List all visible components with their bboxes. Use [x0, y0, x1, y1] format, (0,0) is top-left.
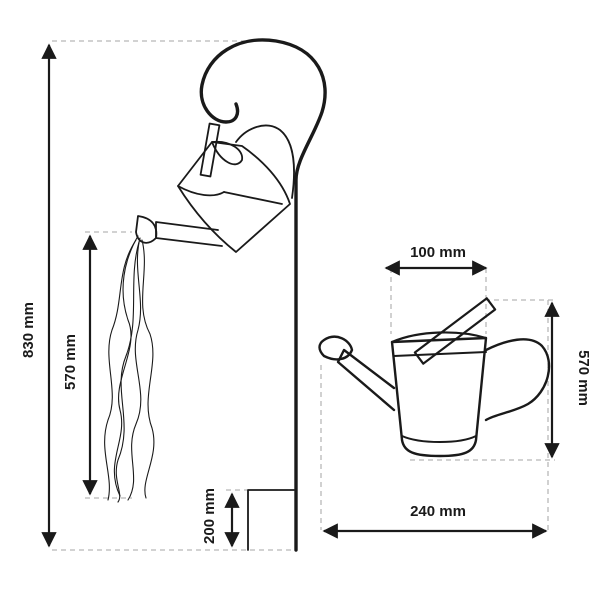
light-strands-illustration — [104, 235, 155, 503]
label-can-width: 240 mm — [410, 503, 466, 520]
label-total-height: 830 mm — [20, 302, 37, 358]
watering-can-hanging-icon — [135, 122, 295, 253]
label-water-height: 570 mm — [62, 334, 79, 390]
label-stake-height: 200 mm — [201, 488, 218, 544]
watering-can-side-icon — [318, 297, 551, 458]
guide-lines — [52, 40, 555, 551]
label-can-width-top: 100 mm — [410, 244, 466, 261]
label-can-height: 570 mm — [575, 350, 592, 406]
garden-stake-illustration — [199, 38, 327, 552]
